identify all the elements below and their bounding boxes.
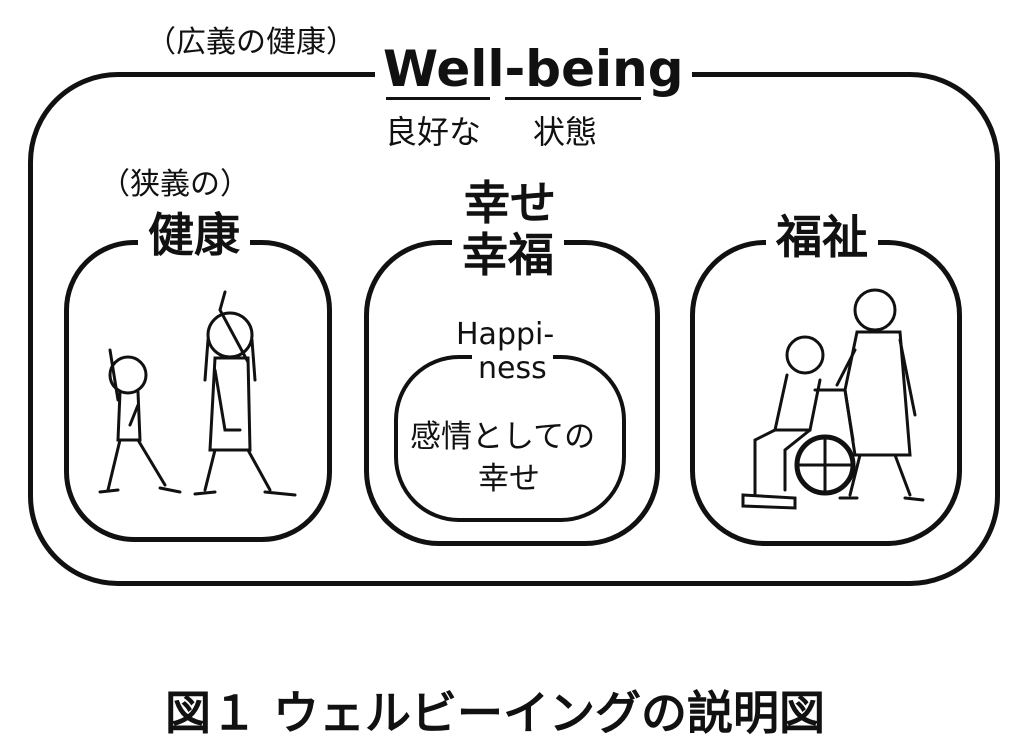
- being-gloss: 状態: [533, 113, 598, 151]
- happiness-english-1: Happi-: [456, 317, 555, 352]
- health-title: 健康: [138, 212, 250, 258]
- well-gloss: 良好な: [385, 113, 482, 151]
- stretching-people-illustration: [98, 290, 297, 497]
- happiness-title-2: 幸福: [452, 232, 564, 278]
- emotional-happiness-text-1: 感情としての: [410, 419, 596, 455]
- broad-health-label: （広義の健康）: [140, 28, 362, 58]
- welfare-title: 福祉: [766, 214, 878, 260]
- happiness-title-1: 幸せ: [464, 176, 556, 230]
- well-underline: [386, 97, 490, 100]
- well-being-title: Well-being: [375, 44, 692, 94]
- emotional-happiness-text-2: 幸せ: [478, 461, 540, 497]
- wheelchair-care-illustration: [741, 288, 925, 510]
- being-underline: [505, 97, 641, 100]
- figure-caption: 図１ ウェルビーイングの説明図: [165, 686, 826, 740]
- happiness-english-2: ness: [472, 354, 553, 384]
- narrow-health-label: （狭義の）: [100, 167, 250, 202]
